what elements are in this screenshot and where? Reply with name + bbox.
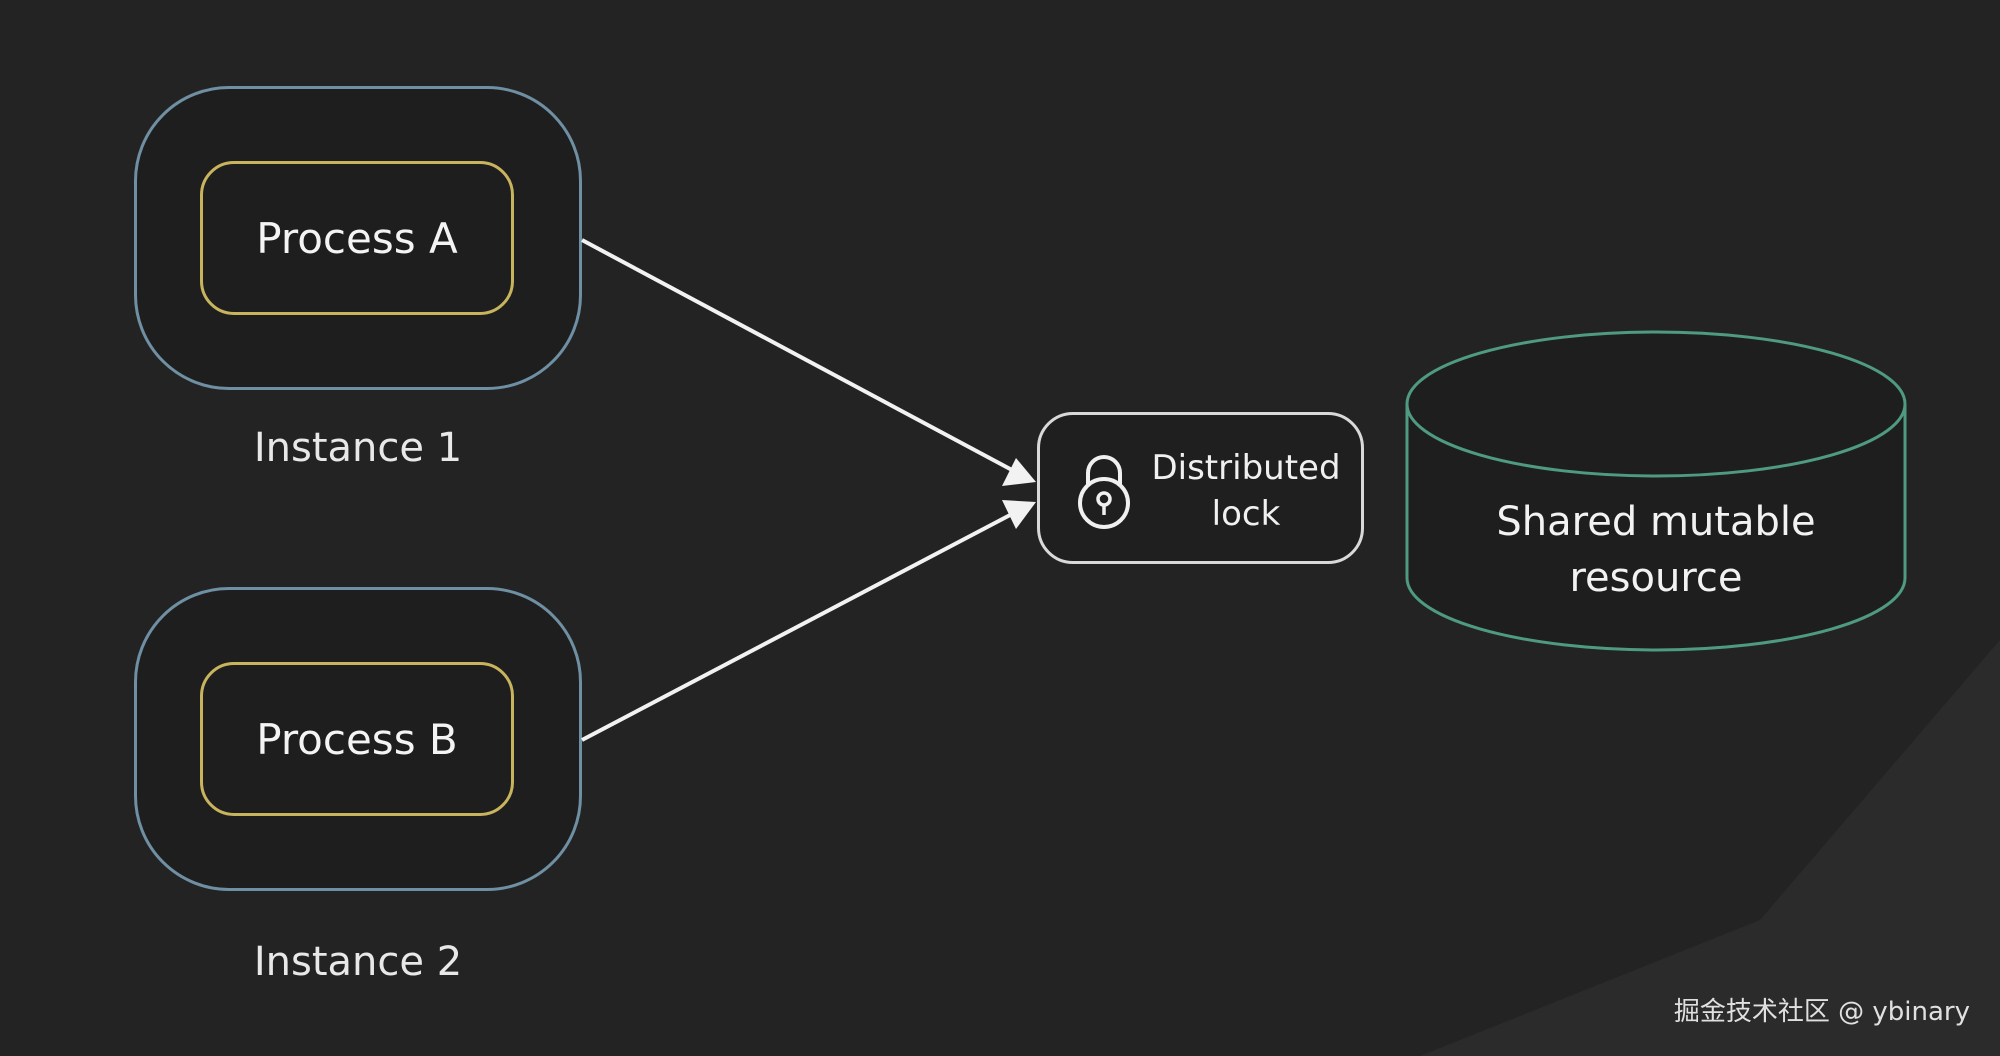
resource-label-line-2: resource [1569,555,1743,601]
arrow-process-a-to-lock [581,238,1013,472]
distributed-lock-box: Distributed lock [1037,412,1364,564]
arrowhead-b [1002,500,1036,529]
process-a-label: Process A [256,213,458,263]
process-b-label: Process B [256,714,458,764]
shared-resource-label: Shared mutable resource [1404,494,1908,606]
lock-label-line-2: lock [1211,494,1281,534]
instance-2-label: Instance 2 [253,939,463,985]
resource-label-line-1: Shared mutable [1496,499,1816,545]
instance-1-label: Instance 1 [253,425,463,471]
distributed-lock-label: Distributed lock [1144,445,1348,537]
padlock-icon [1078,455,1130,529]
lock-label-line-1: Distributed [1151,448,1341,488]
arrowhead-a [1002,458,1036,486]
process-b-box: Process B [200,662,514,816]
shared-resource-cylinder [1405,330,1907,652]
process-a-box: Process A [200,161,514,315]
arrow-process-b-to-lock [581,512,1013,742]
watermark: 掘金技术社区 @ ybinary [1673,997,1970,1027]
